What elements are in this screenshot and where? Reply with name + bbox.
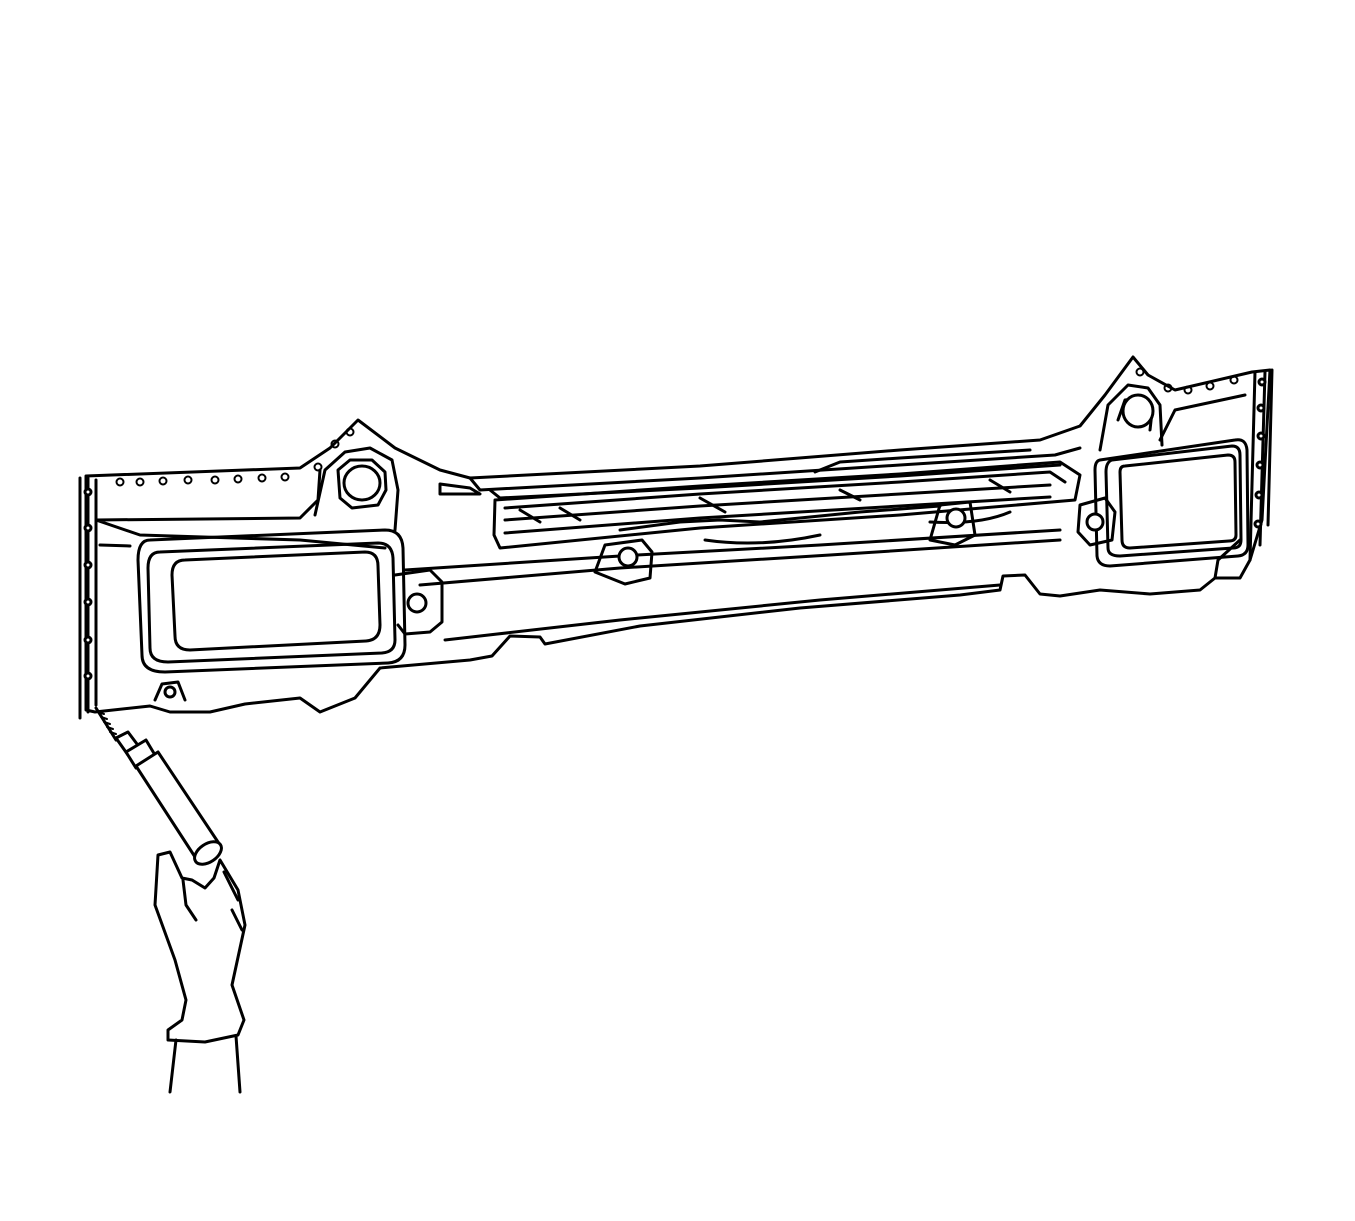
panel-outline	[84, 355, 1272, 714]
sealer-applicator	[94, 706, 223, 866]
right-flange-holes	[1253, 377, 1267, 529]
gloved-hand	[153, 850, 247, 1094]
left-lamp-recess	[136, 528, 407, 674]
center-channel	[438, 446, 1082, 500]
top-edge-holes-left	[115, 427, 355, 487]
left-boss	[313, 446, 400, 532]
center-grille	[492, 460, 1082, 550]
right-boss	[1098, 383, 1164, 452]
center-mount-left	[593, 538, 654, 586]
lower-left-tab	[153, 680, 187, 702]
lower-ridge	[403, 528, 1062, 642]
left-mount-tab	[393, 568, 444, 636]
center-mount-right	[928, 500, 977, 547]
right-mount-tab	[1076, 496, 1117, 547]
left-flange-holes	[83, 487, 93, 681]
top-edge-holes-right	[1135, 367, 1239, 395]
right-flange	[1248, 368, 1274, 562]
right-inner-ridge	[1158, 393, 1247, 580]
